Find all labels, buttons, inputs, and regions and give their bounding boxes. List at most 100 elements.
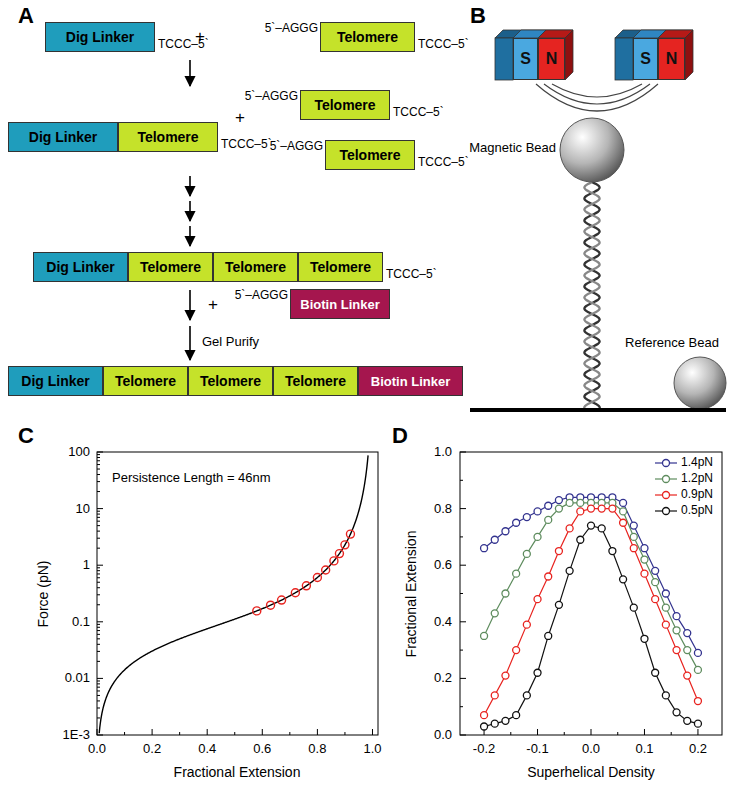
- data-point: [662, 604, 669, 611]
- tick-mark: [460, 452, 466, 453]
- tick-mark: [344, 732, 345, 735]
- minor-tick: [97, 707, 100, 708]
- axis-title: Fractional Extension: [404, 531, 419, 658]
- minor-tick: [97, 457, 100, 458]
- data-point: [513, 570, 520, 577]
- data-point: [641, 570, 648, 577]
- data-point: [609, 548, 616, 555]
- panel-letter: B: [470, 4, 486, 28]
- box-label: Dig Linker: [66, 29, 134, 45]
- data-point: [545, 632, 552, 639]
- data-point: [523, 621, 530, 628]
- data-point: [694, 720, 701, 727]
- magnet-left: [495, 30, 573, 80]
- minor-tick: [97, 651, 100, 652]
- force-extension-plot: [97, 452, 378, 735]
- minor-tick: [97, 630, 100, 631]
- dna-helix: [584, 182, 600, 408]
- data-point: [555, 548, 562, 555]
- telomere-box: Telomere: [325, 140, 415, 170]
- data-point: [641, 556, 648, 563]
- data-point: [630, 545, 637, 552]
- data-point: [545, 573, 552, 580]
- tick-mark: [460, 593, 463, 594]
- data-point: [313, 574, 321, 582]
- tick-mark: [460, 508, 466, 509]
- panel-letter: A: [18, 4, 34, 28]
- tick-mark: [124, 732, 125, 735]
- tick-mark: [460, 735, 466, 736]
- data-point: [620, 508, 627, 515]
- magnet-top-s: [633, 30, 666, 38]
- tick-label: 0.2: [143, 742, 161, 756]
- tick-label: 0.1: [635, 742, 653, 756]
- plus-sign: +: [235, 109, 245, 128]
- box-label: S: [640, 50, 651, 68]
- bead-label: Magnetic Bead: [469, 141, 556, 155]
- tick-mark: [317, 729, 318, 735]
- tick-label: 0.01: [65, 671, 90, 685]
- data-point: [534, 596, 541, 603]
- tick-mark: [510, 732, 511, 735]
- plus-sign: +: [195, 28, 205, 47]
- box-label: Telomere: [285, 373, 346, 389]
- magnet-north-face: N: [658, 38, 685, 80]
- supercoiling-plot: [460, 452, 722, 735]
- dig-linker-box: Dig Linker: [8, 366, 103, 396]
- panel-letter: D: [392, 424, 408, 448]
- tick-mark: [97, 735, 103, 736]
- data-point: [673, 627, 680, 634]
- data-point: [630, 604, 637, 611]
- tick-mark: [234, 732, 235, 735]
- data-point: [491, 610, 498, 617]
- telomere-box: Telomere: [118, 122, 218, 152]
- minor-tick: [97, 521, 100, 522]
- overhang: TCCC–5`: [393, 106, 444, 119]
- box-label: Dig Linker: [21, 373, 89, 389]
- data-point: [662, 621, 669, 628]
- overhang: TCCC–5`: [418, 156, 469, 169]
- box-label: Telomere: [337, 29, 398, 45]
- minor-tick: [97, 567, 100, 568]
- data-point: [673, 613, 680, 620]
- magnet-top: [615, 30, 693, 38]
- legend-marker: [663, 492, 670, 499]
- tick-mark: [207, 729, 208, 735]
- axis-title: Force (pN): [36, 561, 51, 628]
- minor-tick: [97, 548, 100, 549]
- legend-marker: [663, 476, 670, 483]
- box-label: Telomere: [140, 259, 201, 275]
- data-point: [502, 528, 509, 535]
- step-arrow: [189, 290, 191, 320]
- magnet-side: [565, 30, 573, 80]
- tick-mark: [97, 508, 103, 509]
- minor-tick: [97, 577, 100, 578]
- surface: [470, 408, 726, 412]
- field-line: [552, 84, 642, 97]
- dig-linker-box: Dig Linker: [8, 122, 118, 152]
- tick-mark: [97, 678, 103, 679]
- dna-strand: [584, 182, 599, 408]
- minor-tick: [97, 514, 100, 515]
- magnet-top: [495, 30, 573, 38]
- tick-label: 0.4: [434, 615, 452, 629]
- minor-tick: [97, 474, 100, 475]
- data-point: [267, 601, 275, 609]
- step-arrow: [189, 201, 191, 221]
- tick-label: 0.2: [434, 671, 452, 685]
- data-point: [652, 596, 659, 603]
- data-point: [641, 545, 648, 552]
- data-point: [694, 698, 701, 705]
- data-point: [502, 590, 509, 597]
- data-point: [481, 632, 488, 639]
- tick-mark: [564, 732, 565, 735]
- data-point: [491, 536, 498, 543]
- overhang: TCCC–5`: [386, 268, 437, 281]
- minor-tick: [97, 460, 100, 461]
- box-label: S: [520, 50, 531, 68]
- wlc-fit: [99, 455, 368, 733]
- data-point: [555, 601, 562, 608]
- tick-mark: [591, 729, 592, 735]
- tick-label: 0.8: [434, 501, 452, 515]
